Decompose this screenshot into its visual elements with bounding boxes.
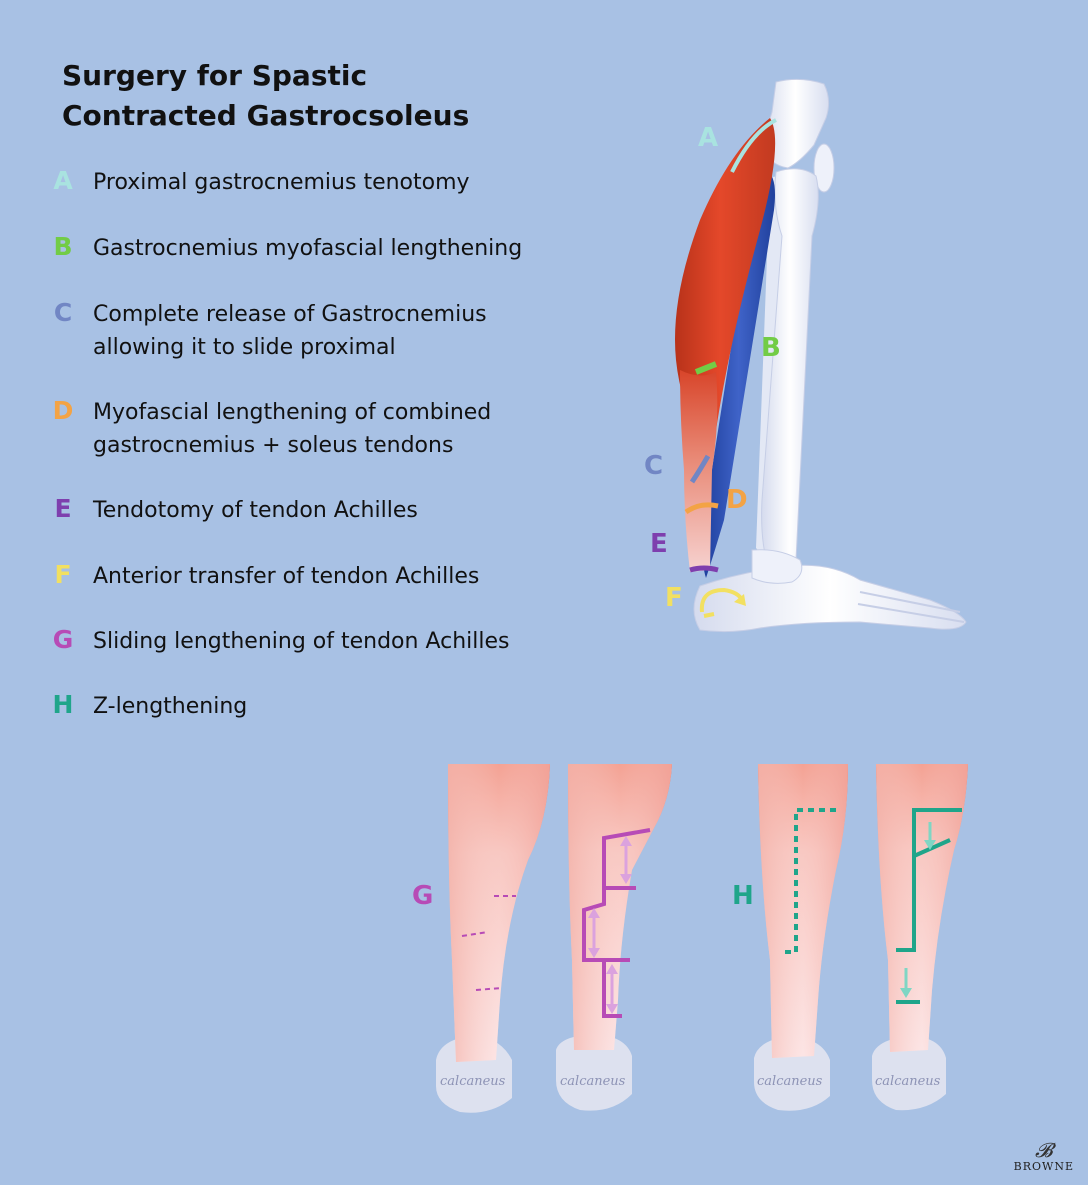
incision-a: [730, 118, 777, 173]
legend-letter-h: H: [52, 690, 74, 719]
legend-text-g: Sliding lengthening of tendon Achilles: [93, 629, 510, 654]
gastrocnemius-muscle: [675, 118, 776, 440]
calcaneus-label-4: calcaneus: [875, 1074, 941, 1089]
signature-text: BROWNE: [1013, 1160, 1074, 1173]
posterior-view-h-before: calcaneus: [754, 764, 848, 1111]
legend-text-c: Complete release of Gastrocnemius allowi…: [93, 302, 487, 360]
patella-bone: [813, 143, 835, 193]
legend-text-h: Z-lengthening: [93, 694, 248, 719]
legend-letter-b: B: [53, 232, 73, 261]
artist-signature: 𝓑 BROWNE: [1014, 1140, 1074, 1173]
incision-c: [689, 454, 711, 484]
signature-mark: 𝓑: [1035, 1138, 1053, 1162]
label-g: G: [412, 881, 433, 911]
posterior-view-g-before: calcaneus: [436, 764, 550, 1113]
incision-e: [689, 565, 719, 573]
legend-letter-f: F: [54, 560, 72, 589]
legend-text-a: Proximal gastrocnemius tenotomy: [93, 170, 470, 195]
label-e: E: [650, 529, 668, 559]
label-c: C: [644, 451, 663, 481]
legend-text-b: Gastrocnemius myofascial lengthening: [93, 236, 523, 261]
legend-letter-c: C: [53, 298, 73, 327]
fibula-bone: [756, 176, 784, 553]
legend-text-f: Anterior transfer of tendon Achilles: [93, 564, 480, 589]
title-line-1: Surgery for Spastic: [62, 59, 368, 92]
legend-letter-a: A: [53, 166, 73, 195]
posterior-view-g-after: calcaneus: [556, 764, 672, 1111]
incision-d: [684, 502, 719, 515]
label-b: B: [761, 333, 781, 363]
calcaneus-bone: [693, 564, 967, 633]
legend-letter-e: E: [54, 494, 72, 523]
label-h: H: [732, 881, 754, 911]
side-view-leg: A B C D E F: [644, 78, 967, 633]
toe-bones: [857, 591, 965, 623]
talus-bone: [751, 549, 803, 584]
legend-text-e: Tendotomy of tendon Achilles: [93, 498, 418, 523]
label-d: D: [726, 485, 748, 515]
label-f: F: [665, 583, 683, 613]
transfer-arrow-f: [699, 587, 744, 613]
legend-text-d: Myofascial lengthening of combined gastr…: [93, 400, 492, 458]
calcaneus-label-2: calcaneus: [560, 1074, 626, 1089]
calcaneus-label-1: calcaneus: [440, 1074, 506, 1089]
calcaneus-label-3: calcaneus: [757, 1074, 823, 1089]
legend-letter-d: D: [52, 396, 74, 425]
posterior-view-h-after: calcaneus: [872, 764, 968, 1111]
title-line-2: Contracted Gastrocsoleus: [62, 99, 470, 132]
incision-b: [694, 361, 718, 375]
label-a: A: [698, 123, 718, 153]
incision-f: [703, 612, 715, 618]
legend-letter-g: G: [52, 625, 74, 654]
diagram-title: Surgery for Spastic Contracted Gastrocso…: [62, 56, 469, 136]
transfer-arrowhead-f: [734, 594, 746, 606]
soleus-muscle: [702, 170, 775, 578]
